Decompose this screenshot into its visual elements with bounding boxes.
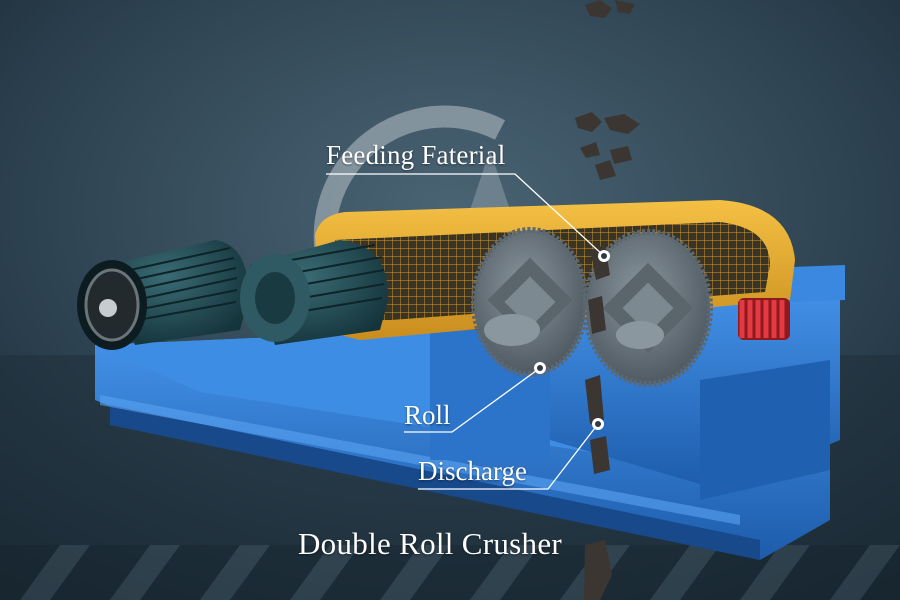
falling-material xyxy=(575,0,640,600)
base-frame xyxy=(95,265,845,560)
floor-stripes xyxy=(0,545,900,600)
motor-right xyxy=(240,240,389,345)
roll-right xyxy=(583,229,713,387)
callout-marker-discharge-icon xyxy=(592,418,604,430)
spring xyxy=(738,298,790,340)
label-discharge: Discharge xyxy=(418,456,527,486)
label-feeding-material: Feeding Faterial xyxy=(326,140,506,170)
callout-marker-feeding-icon xyxy=(598,250,610,262)
callout-lines xyxy=(326,173,605,490)
roll-left xyxy=(471,227,589,377)
motor-left xyxy=(77,240,249,350)
diagram-title: Double Roll Crusher xyxy=(298,526,563,561)
label-roll: Roll xyxy=(404,400,451,430)
callout-marker-roll-icon xyxy=(534,362,546,374)
